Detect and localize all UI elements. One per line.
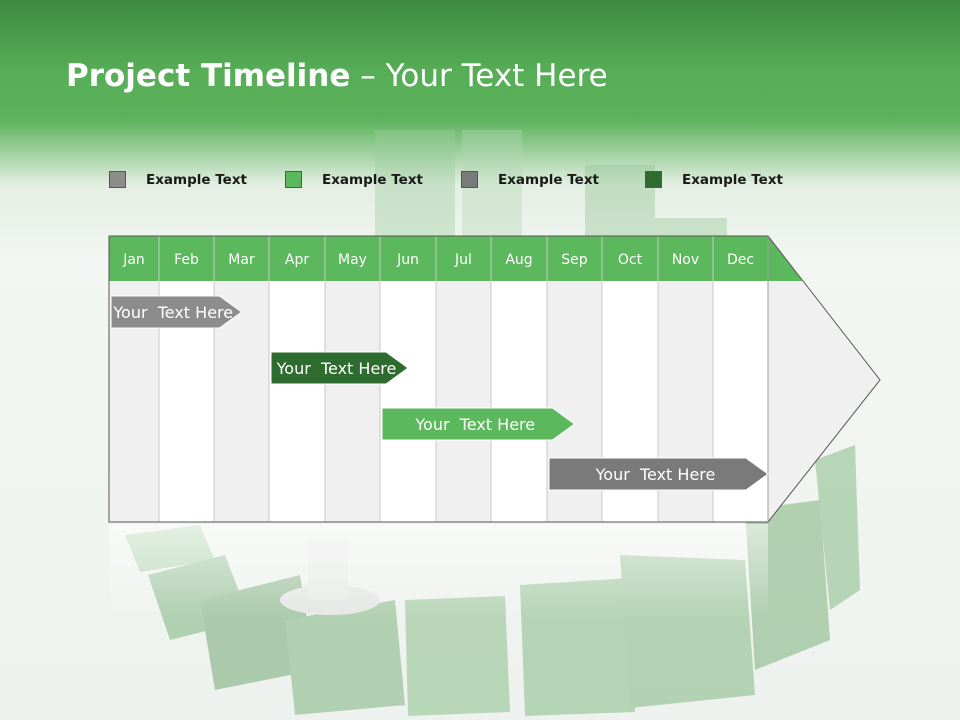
month-label: Jan (122, 252, 145, 268)
month-column (159, 236, 214, 522)
title-rest: – Your Text Here (350, 58, 608, 94)
task-arrow: Your Text Here (270, 351, 409, 385)
month-label: Sep (561, 252, 588, 268)
legend-swatch (109, 171, 126, 188)
legend-swatch (285, 171, 302, 188)
task-label: Your Text Here (414, 415, 535, 434)
legend: Example Text Example Text Example Text E… (0, 170, 960, 194)
task-arrow-shape (548, 457, 769, 491)
task-arrow-shape (110, 295, 243, 329)
month-label: Aug (505, 252, 532, 268)
legend-label: Example Text (682, 172, 783, 188)
task-arrow-shape (381, 407, 576, 441)
month-label: Dec (727, 252, 754, 268)
month-label: Oct (618, 252, 643, 268)
month-column (109, 236, 159, 522)
task-arrow-shape (270, 351, 409, 385)
month-label: Feb (174, 252, 199, 268)
task-arrow: Your Text Here (548, 457, 769, 491)
title-bold: Project Timeline (66, 58, 351, 94)
task-arrow: Your Text Here (110, 295, 243, 329)
task-arrow: Your Text Here (381, 407, 576, 441)
legend-label: Example Text (498, 172, 599, 188)
task-label: Your Text Here (112, 303, 233, 322)
legend-label: Example Text (322, 172, 423, 188)
page-title: Project Timeline – Your Text Here (66, 58, 608, 94)
month-column (436, 236, 491, 522)
legend-swatch (461, 171, 478, 188)
month-label: Jun (396, 252, 419, 268)
legend-label: Example Text (146, 172, 247, 188)
month-header-band (109, 236, 768, 281)
month-label: Mar (228, 252, 255, 268)
month-label: Apr (285, 252, 309, 268)
arrow-head (768, 236, 880, 522)
month-label: Nov (672, 252, 699, 268)
task-label: Your Text Here (595, 465, 716, 484)
timeline-reflection (109, 524, 768, 619)
task-label: Your Text Here (276, 359, 397, 378)
month-column (214, 236, 269, 522)
legend-swatch (645, 171, 662, 188)
month-column (491, 236, 547, 522)
month-label: May (338, 252, 367, 268)
month-label: Jul (454, 252, 472, 268)
